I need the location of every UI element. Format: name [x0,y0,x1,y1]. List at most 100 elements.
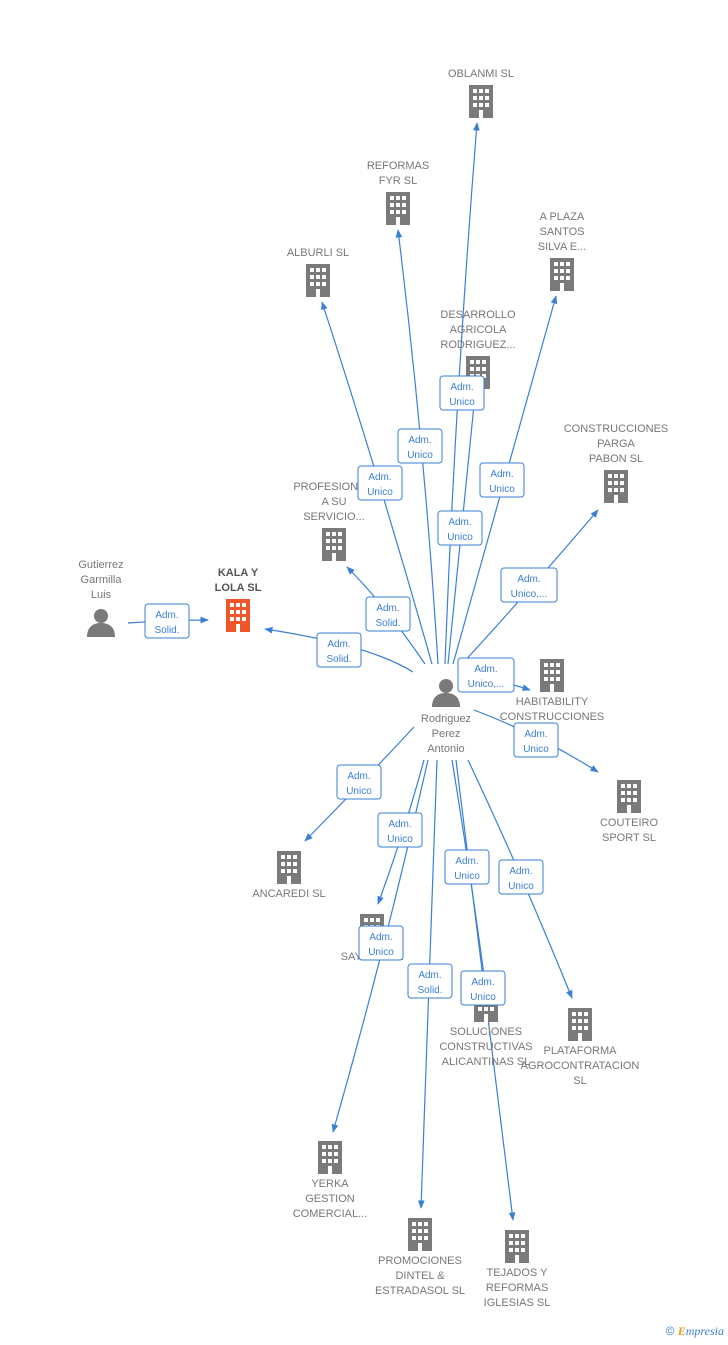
building-icon [505,1230,529,1263]
building-icon [318,1141,342,1174]
building-icon [408,1218,432,1251]
edge-badge-a-plaza[interactable]: Adm.Unico [479,462,525,498]
badge-box [479,462,525,498]
badge-label-line: Unico [489,484,515,495]
badge-label-line: Adm. [369,932,392,943]
badge-label-line: Adm. [368,472,391,483]
node-alburli[interactable]: ALBURLI SL [287,247,349,297]
node-label-line: TEJADOS Y [487,1267,549,1279]
badge-label-line: Unico [387,834,413,845]
badge-label-line: Adm. [376,603,399,614]
node-label-line: IGLESIAS SL [484,1297,551,1309]
edge-badge-reformas-fyr[interactable]: Adm.Unico [397,428,443,464]
node-label-line: Antonio [427,743,464,755]
node-label-line: FYR SL [379,175,418,187]
edge-badge-yerka[interactable]: Adm.Unico [358,925,404,961]
edge-badge-kala-y-lola[interactable]: Adm.Solid. [316,632,362,668]
edge-badge-couteiro[interactable]: Adm.Unico [513,722,559,758]
badge-box [457,657,515,693]
edge-badge-ancaredi[interactable]: Adm.Unico [336,764,382,800]
node-yerka[interactable]: YERKAGESTIONCOMERCIAL... [293,1141,368,1220]
building-icon [277,851,301,884]
badge-box [407,963,453,999]
node-label-line: SL [573,1075,586,1087]
person-icon [432,679,460,707]
badge-label-line: Adm. [418,970,441,981]
node-profesiona[interactable]: PROFESIONA...A SUSERVICIO... [293,481,375,561]
building-icon [226,599,250,632]
badge-label-line: Adm. [509,866,532,877]
building-icon [386,192,410,225]
node-desarrollo[interactable]: DESARROLLOAGRICOLARODRIGUEZ... [440,309,516,389]
badge-box [460,970,506,1006]
edge-badge-kala-y-lola[interactable]: Adm.Solid. [144,603,190,639]
badge-label-line: Adm. [474,664,497,675]
node-label-line: A SU [321,496,346,508]
badge-label-line: Solid. [154,625,179,636]
node-label-line: ANCAREDI SL [252,888,325,900]
edge-badge-oblanmi[interactable]: Adm.Unico [437,510,483,546]
node-label-line: SOLUCIONES [450,1026,522,1038]
node-label-line: PROMOCIONES [378,1255,462,1267]
node-label-line: ALBURLI SL [287,247,349,259]
edge-badge-soluciones[interactable]: Adm.Unico [444,849,490,885]
building-icon [604,470,628,503]
node-label-line: HABITABILITY [516,696,589,708]
badge-label-line: Solid. [326,654,351,665]
node-label-line: Garmilla [81,574,123,586]
empresia-logo[interactable]: Empresia [677,1324,724,1338]
node-label-line: ESTRADASOL SL [375,1285,465,1297]
badge-box [377,812,423,848]
copyright-icon: © [665,1324,675,1338]
node-label-line: SPORT SL [602,832,656,844]
building-icon [550,258,574,291]
edge-badge-sayedia[interactable]: Adm.Unico [377,812,423,848]
node-label-line: KALA Y [218,567,259,579]
badge-box [498,859,544,895]
node-label-line: PROFESIONA... [293,481,374,493]
building-icon [322,528,346,561]
node-label-line: OBLANMI SL [448,68,514,80]
node-label-line: DESARROLLO [440,309,516,321]
badge-box [316,632,362,668]
copyright-footer: © Empresia [666,1324,724,1339]
badge-label-line: Unico [367,487,393,498]
node-label-line: A PLAZA [540,211,585,223]
badge-box [439,375,485,411]
badge-label-line: Unico [346,786,372,797]
node-label-line: Perez [432,728,461,740]
building-icon [568,1008,592,1041]
edge-badge-tejados[interactable]: Adm.Unico [460,970,506,1006]
edge-badge-plataforma[interactable]: Adm.Unico [498,859,544,895]
node-label-line: COMERCIAL... [293,1208,368,1220]
edge-badge-promociones[interactable]: Adm.Solid. [407,963,453,999]
badge-box [444,849,490,885]
node-plataforma[interactable]: PLATAFORMA AGROCONTRATACION SL [521,1008,640,1087]
node-label-line: GESTION [305,1193,355,1205]
badge-label-line: Solid. [375,618,400,629]
node-ancaredi[interactable]: ANCAREDI SL [252,851,326,900]
edge-badge-alburli[interactable]: Adm. Unico [357,465,403,501]
node-oblanmi[interactable]: OBLANMI SL [448,68,514,118]
edge-badge-desarrollo[interactable]: Adm.Unico [439,375,485,411]
badge-box [437,510,483,546]
edge-badge-habitability[interactable]: Adm.Unico,... [457,657,515,693]
edge-badge-construcciones-parga[interactable]: Adm.Unico,... [500,567,558,603]
node-label-line: AGROCONTRATACION [521,1060,640,1072]
edge-badge-profesiona[interactable]: Adm. Solid. [365,596,411,632]
building-icon [469,85,493,118]
node-label-line: Gutierrez [78,559,123,571]
node-label-line: PLATAFORMA [544,1045,618,1057]
